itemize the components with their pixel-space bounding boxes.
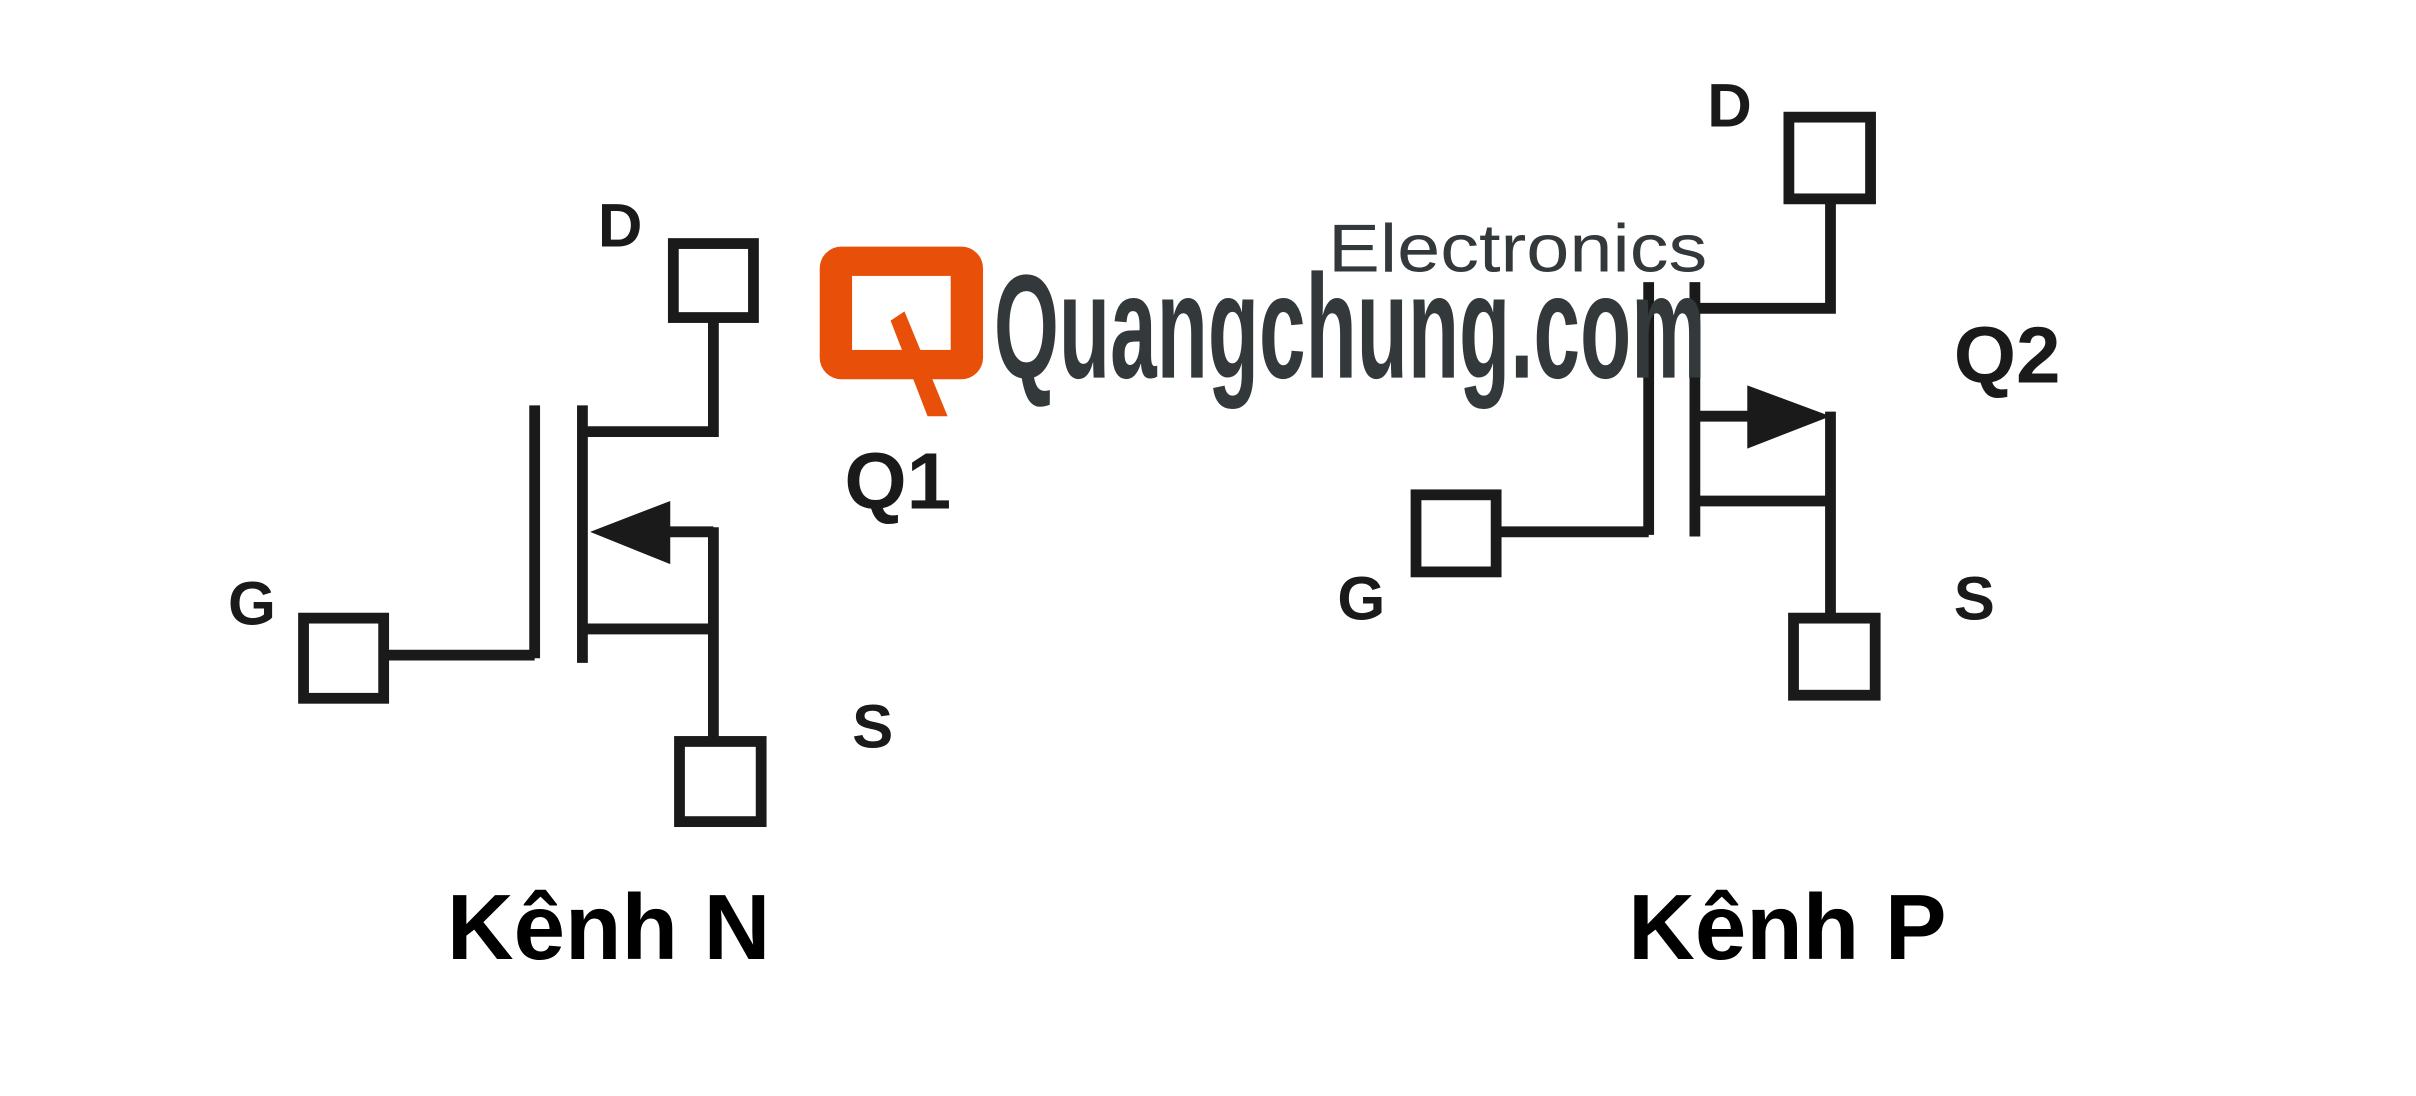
p-gate-label: G bbox=[1337, 565, 1385, 634]
n-gate-terminal bbox=[298, 612, 390, 704]
p-gate-terminal bbox=[1410, 489, 1502, 578]
p-designator: Q2 bbox=[1954, 309, 2061, 399]
n-drain-terminal bbox=[667, 238, 759, 323]
watermark-logo: Quangchung.com Electronics bbox=[819, 211, 1707, 417]
n-channel-caption: Kênh N bbox=[447, 875, 771, 979]
n-source-label: S bbox=[852, 693, 893, 762]
p-drain-label: D bbox=[1707, 71, 1752, 140]
p-source-label: S bbox=[1954, 565, 1995, 634]
logo-q-tail bbox=[890, 311, 948, 417]
n-channel-mosfet-symbol: D Q1 G S Kênh N bbox=[228, 192, 951, 979]
p-source-terminal bbox=[1788, 612, 1881, 701]
n-gate-label: G bbox=[228, 569, 276, 638]
p-drain-wire bbox=[1694, 198, 1836, 314]
p-arrow-icon bbox=[1747, 385, 1831, 449]
n-source-terminal bbox=[674, 736, 767, 828]
logo-tagline: Electronics bbox=[1328, 211, 1707, 286]
p-channel-caption: Kênh P bbox=[1628, 875, 1946, 979]
n-drain-wire bbox=[582, 317, 719, 438]
logo-brand-text: Quangchung.com bbox=[994, 245, 1706, 410]
n-drain-label: D bbox=[598, 192, 643, 261]
n-designator: Q1 bbox=[844, 436, 951, 526]
p-drain-terminal bbox=[1783, 111, 1876, 205]
p-channel-mosfet-symbol: D Q2 G S Kênh P bbox=[1337, 71, 2060, 978]
n-arrow-icon bbox=[590, 500, 671, 565]
